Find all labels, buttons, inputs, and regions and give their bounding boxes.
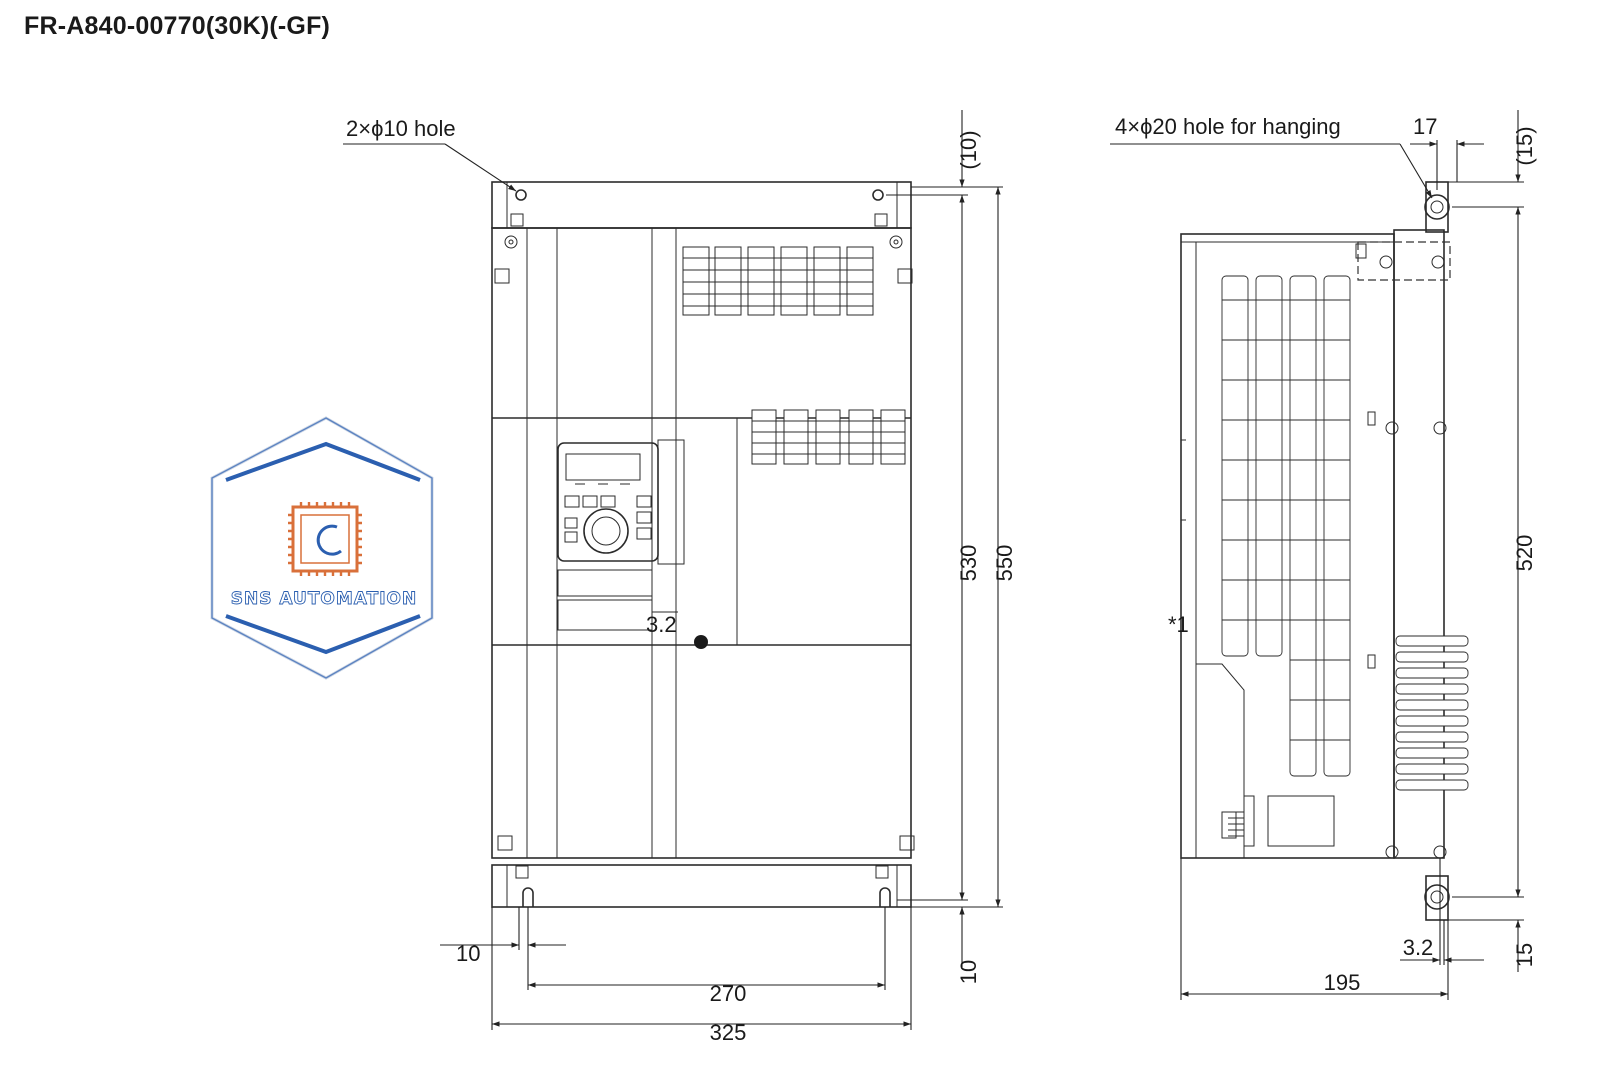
dim-side-height: 520 (1512, 535, 1537, 572)
front-view (343, 143, 915, 908)
side-hole-note: 4×ϕ20 hole for hanging (1115, 114, 1341, 139)
front-bottom-right-slot (879, 887, 891, 907)
dim-side-panel-thickness: 3.2 (1403, 935, 1434, 960)
side-bottom-hanging-hole (1424, 884, 1450, 910)
front-top-flange (491, 181, 912, 229)
front-top-right-hole (872, 189, 884, 201)
side-vertical-vents (1221, 275, 1351, 777)
side-view (1180, 181, 1469, 921)
dim-side-bottom-offset: 15 (1512, 943, 1537, 967)
side-body (1180, 233, 1395, 859)
dim-top-clearance: (10) (956, 130, 981, 169)
dim-overall-depth: 195 (1324, 970, 1361, 995)
setting-dial (583, 508, 629, 554)
front-upper-vents (682, 246, 874, 316)
operation-panel (557, 439, 708, 649)
front-top-left-hole (515, 189, 527, 201)
dim-mounting-pitch-horizontal: 270 (710, 981, 747, 1006)
front-bottom-flange (491, 864, 912, 908)
dim-hole-edge-offset: 10 (456, 941, 480, 966)
page-title: FR-A840-00770(30K)(-GF) (24, 12, 331, 40)
dim-side-hole-offset: 17 (1413, 114, 1437, 139)
side-heatsink-fins (1228, 811, 1244, 837)
dim-mounting-pitch-vertical: 530 (956, 545, 981, 582)
front-bottom-left-slot (522, 887, 534, 907)
logo-top-chevron (225, 441, 421, 482)
dim-side-top-clearance: (15) (1512, 126, 1537, 165)
front-middle-vents (751, 409, 906, 465)
dim-overall-height: 550 (992, 545, 1017, 582)
dim-bottom-offset: 10 (956, 960, 981, 984)
logo-text: SNS AUTOMATION (231, 589, 417, 609)
dim-panel-thickness: 3.2 (646, 612, 677, 637)
front-dimensions (440, 110, 1003, 1030)
side-mounting-bracket (1393, 229, 1445, 859)
side-top-hanging-hole (1424, 194, 1450, 220)
side-dimensions (1110, 110, 1524, 1000)
logo-bottom-chevron (225, 614, 421, 655)
watermark-logo: SNS AUTOMATION (210, 416, 434, 680)
dim-overall-width: 325 (710, 1020, 747, 1045)
front-hole-note: 2×ϕ10 hole (346, 116, 456, 141)
chip-icon (288, 502, 362, 576)
note-marker: *1 (1168, 612, 1189, 637)
front-body (491, 227, 912, 859)
side-horizontal-vents (1395, 635, 1469, 791)
